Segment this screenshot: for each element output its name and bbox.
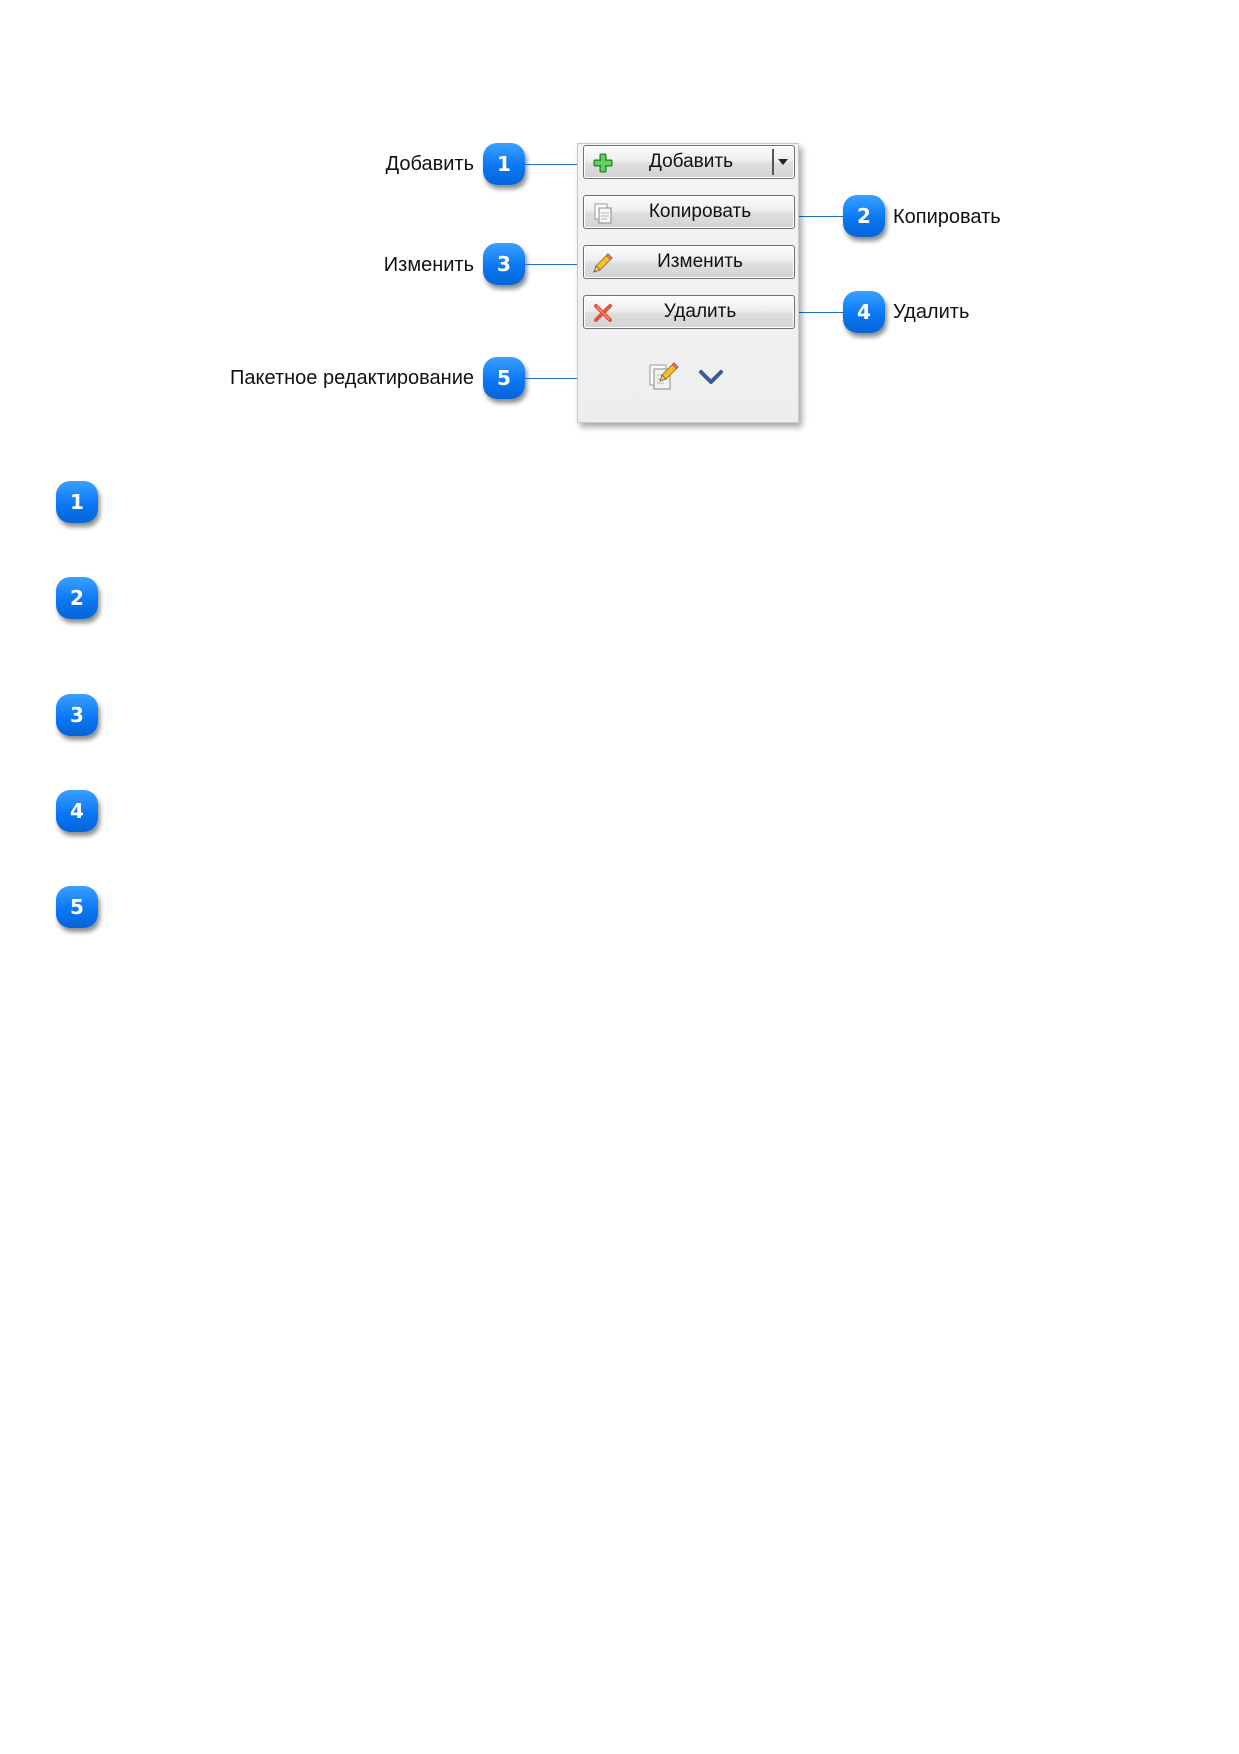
callout-badge-3: 3 bbox=[483, 243, 525, 285]
callout-badge-1: 1 bbox=[483, 143, 525, 185]
callout-badge-4: 4 bbox=[843, 291, 885, 333]
delete-button-label: Удалить bbox=[663, 301, 737, 322]
legend-badge-2: 2 bbox=[56, 577, 98, 619]
edit-button-label: Изменить bbox=[657, 251, 743, 272]
add-button-label: Добавить bbox=[649, 151, 733, 172]
plus-icon bbox=[593, 153, 613, 173]
chevron-down-icon[interactable] bbox=[698, 368, 724, 386]
callout-connector-4 bbox=[797, 312, 843, 313]
dropdown-arrow-icon[interactable] bbox=[776, 154, 790, 170]
callout-connector-5 bbox=[525, 378, 595, 379]
edit-button[interactable]: Изменить bbox=[583, 245, 795, 279]
callout-label-edit: Изменить bbox=[383, 254, 474, 276]
callout-badge-5: 5 bbox=[483, 357, 525, 399]
legend-badge-4: 4 bbox=[56, 790, 98, 832]
add-button[interactable]: Добавить bbox=[583, 145, 795, 179]
callout-connector-2 bbox=[797, 216, 843, 217]
copy-button-label: Копировать bbox=[648, 201, 752, 222]
callout-badge-2: 2 bbox=[843, 195, 885, 237]
legend-badge-3: 3 bbox=[56, 694, 98, 736]
copy-button[interactable]: Копировать bbox=[583, 195, 795, 229]
legend-badge-5: 5 bbox=[56, 886, 98, 928]
delete-x-icon bbox=[594, 304, 612, 322]
batch-edit-icon[interactable] bbox=[648, 361, 680, 391]
action-panel: Добавить Копировать Изменить bbox=[577, 143, 799, 423]
delete-button[interactable]: Удалить bbox=[583, 295, 795, 329]
copy-icon bbox=[594, 203, 612, 224]
callout-label-add: Добавить bbox=[385, 153, 474, 175]
callout-label-delete: Удалить bbox=[893, 301, 970, 323]
legend-badge-1: 1 bbox=[56, 481, 98, 523]
pencil-icon bbox=[593, 253, 613, 273]
callout-label-batch-edit: Пакетное редактирование bbox=[230, 367, 474, 389]
callout-label-copy: Копировать bbox=[893, 206, 1001, 228]
split-divider bbox=[772, 149, 774, 175]
callout-connector-3 bbox=[525, 264, 578, 265]
callout-connector-1 bbox=[525, 164, 578, 165]
